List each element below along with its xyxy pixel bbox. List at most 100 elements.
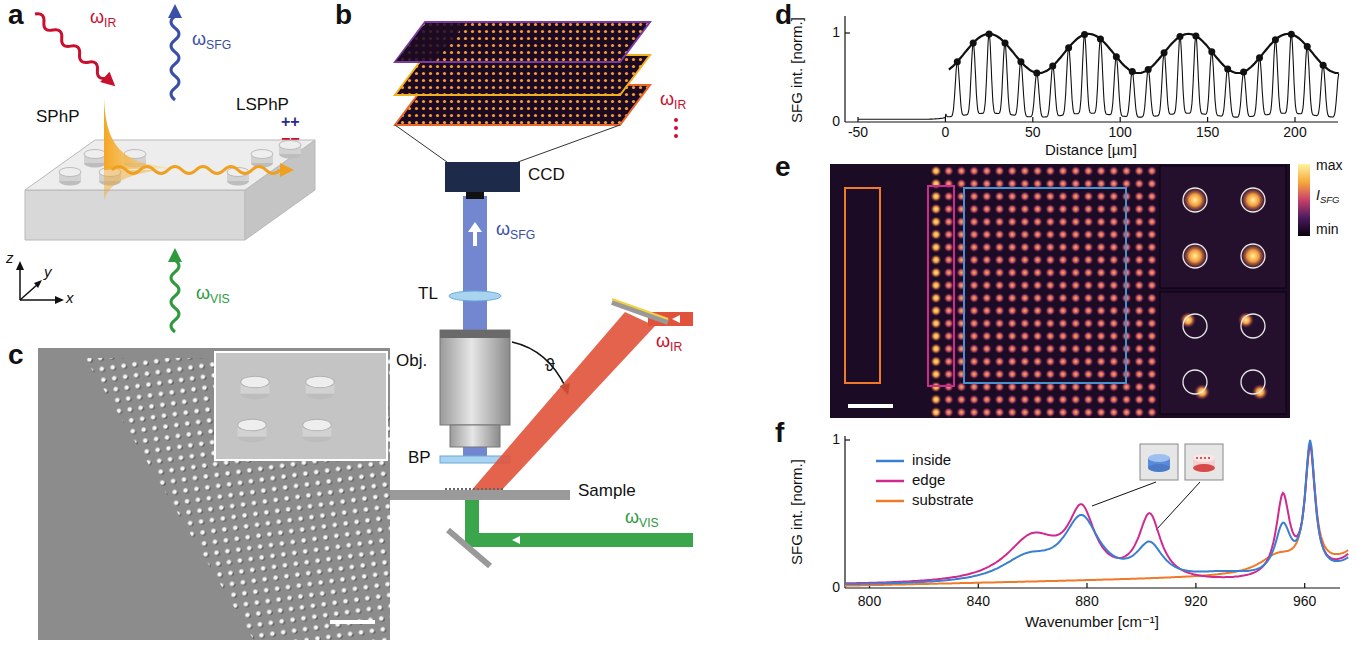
legend-text: substrate (912, 492, 974, 509)
peak-dot (954, 58, 961, 65)
mode-insets (1140, 444, 1178, 480)
sfg-spot (1134, 255, 1144, 265)
legend-text: edge (912, 472, 945, 489)
sfg-spot (1147, 382, 1157, 392)
slab (245, 140, 315, 240)
sfg-spot (1147, 344, 1157, 354)
sphp-field (104, 98, 175, 170)
sfg-spot (944, 395, 954, 405)
d-axes (845, 121, 1338, 122)
tick-label: 0 (832, 114, 840, 129)
pillars (59, 141, 301, 186)
sfg-spot (995, 230, 1005, 240)
tick-label: 1 (832, 432, 840, 447)
mode-insets (1185, 444, 1223, 480)
sfg-spot (1096, 217, 1106, 227)
sfg-spot (1045, 255, 1055, 265)
sfg-spot (1083, 344, 1093, 354)
sfg-spot (1071, 280, 1081, 290)
sfg-spot (1020, 255, 1030, 265)
ccd-camera (466, 192, 484, 199)
sfg-spot (982, 395, 992, 405)
ir-beam (470, 299, 693, 492)
panel-letter: b (335, 0, 352, 31)
axis-title: Distance [µm] (1045, 142, 1137, 159)
sfg-spot (1020, 357, 1030, 367)
sfg-spot (1147, 369, 1157, 379)
sfg-spot (944, 217, 954, 227)
sem-image (241, 376, 270, 399)
sfg-spot (1096, 191, 1106, 201)
sfg-spot (931, 331, 942, 342)
sfg-spot (1134, 369, 1144, 379)
roi-boxes (928, 186, 954, 386)
sfg-spot (1134, 179, 1144, 189)
sfg-spot (969, 166, 979, 176)
sfg-spot (1045, 318, 1055, 328)
sfg-spot (944, 204, 954, 214)
peak-dot (1208, 48, 1215, 55)
sfg-spot (944, 293, 954, 303)
sfg-spot (931, 343, 942, 354)
sfg-spot (995, 191, 1005, 201)
sfg-spot (969, 204, 979, 214)
sfg-spot (1045, 395, 1055, 405)
tick-label: 150 (1196, 125, 1219, 140)
sfg-spot (982, 306, 992, 316)
sfg-spot (1045, 204, 1055, 214)
sfg-spot (1058, 369, 1068, 379)
sfg-spot (969, 395, 979, 405)
d-axes (1032, 117, 1033, 122)
sfg-spot (1122, 395, 1132, 405)
d-axes (1120, 117, 1121, 122)
sfg-spot (931, 229, 942, 240)
sfg-spot (1083, 293, 1093, 303)
sem-image (38, 348, 390, 640)
sfg-spot (1147, 242, 1157, 252)
sfg-spot (1096, 293, 1106, 303)
sfg-spot (1020, 166, 1030, 176)
axes (19, 268, 21, 300)
sfg-wave-arrow (168, 4, 182, 18)
sfg-spot (1045, 217, 1055, 227)
sfg-spot (1083, 204, 1093, 214)
sfg-spot (1007, 357, 1017, 367)
envelope-line (949, 34, 1339, 73)
sfg-spot (995, 242, 1005, 252)
sfg-spot (1134, 217, 1144, 227)
tick-label: 0 (941, 125, 949, 140)
sfg-spot (969, 357, 979, 367)
roi-boxes (845, 188, 880, 383)
sfg-spot (1058, 344, 1068, 354)
sfg-spot (944, 242, 954, 252)
sfg-spot (1033, 293, 1043, 303)
sfg-spot (1122, 166, 1132, 176)
sfg-spot (1134, 344, 1144, 354)
sfg-spot (1071, 166, 1081, 176)
sfg-spot (995, 357, 1005, 367)
part-label: Obj. (396, 352, 427, 371)
sem-image (330, 620, 375, 624)
peak-dot (1097, 35, 1104, 42)
sfg-spot (1045, 166, 1055, 176)
sfg-spot (1147, 255, 1157, 265)
sfg-spot (931, 305, 942, 316)
sfg-spot (1045, 268, 1055, 278)
axes (34, 280, 42, 288)
tube-lens (449, 291, 501, 301)
sfg-spot (1096, 306, 1106, 316)
vis-beam (448, 500, 693, 566)
sfg-spot (1134, 357, 1144, 367)
sfg-spot (969, 293, 979, 303)
f-axes (844, 436, 845, 588)
scale-bar (848, 404, 893, 408)
sfg-spot (982, 369, 992, 379)
sfg-spot (1147, 318, 1157, 328)
sfg-spot (1033, 204, 1043, 214)
sem-image (238, 419, 267, 442)
sfg-spot (1007, 191, 1017, 201)
sample (390, 490, 570, 500)
beam-label: ωIR (90, 8, 116, 28)
sfg-spot (1020, 204, 1030, 214)
colorbar-label: ISFG (1316, 188, 1339, 203)
